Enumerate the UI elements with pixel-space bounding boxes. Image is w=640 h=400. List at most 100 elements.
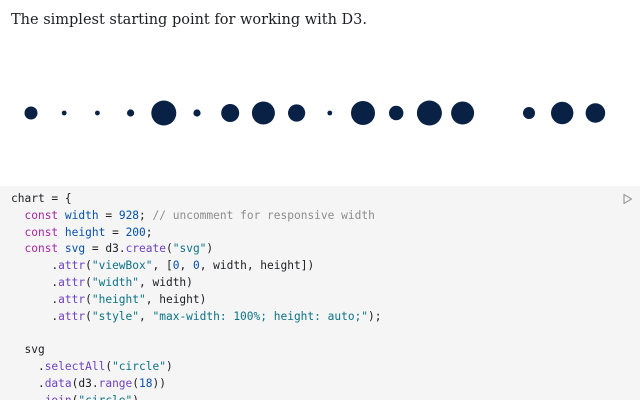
code-line: .attr("width", width)	[11, 275, 640, 292]
code-token: .	[11, 292, 59, 306]
code-token: create	[125, 242, 166, 256]
code-token: )	[165, 359, 173, 373]
code-token	[11, 209, 24, 222]
code-token: (	[85, 259, 92, 273]
code-token: );	[368, 309, 382, 323]
code-token: attr	[58, 275, 86, 289]
code-token: 0	[172, 259, 180, 273]
code-line: .join("circle")	[11, 393, 640, 400]
code-line: .attr("height", height)	[11, 292, 640, 309]
code-token: svg	[64, 242, 86, 256]
code-cell[interactable]: chart = { const width = 928; // uncommen…	[0, 186, 640, 400]
code-token: (	[85, 292, 92, 306]
code-token: , [	[152, 259, 173, 273]
code-token: 0	[192, 259, 200, 273]
code-token: "width"	[91, 275, 140, 289]
code-token: svg	[11, 343, 45, 357]
code-token: const	[24, 242, 59, 256]
dot	[351, 101, 375, 125]
dot	[95, 110, 100, 116]
code-token: chart = {	[11, 192, 72, 205]
code-token: (	[72, 394, 79, 400]
code-line: const height = 200;	[11, 225, 640, 242]
code-token: .	[11, 376, 45, 390]
code-token	[58, 209, 65, 222]
code-token: (	[85, 275, 92, 289]
code-token: range	[98, 376, 133, 390]
dot	[221, 104, 240, 122]
code-token: (d3.	[71, 376, 99, 390]
code-token: // uncomment for responsive width	[152, 208, 375, 222]
dot	[451, 101, 475, 125]
code-token: width	[64, 208, 99, 222]
code-line: chart = {	[11, 191, 640, 208]
code-token: ,	[139, 309, 153, 323]
code-token: "height"	[91, 292, 146, 306]
code-token: ;	[139, 208, 153, 222]
dot	[251, 101, 275, 125]
dot	[24, 106, 38, 120]
dot	[127, 109, 135, 117]
dot	[193, 109, 201, 117]
code-token: )	[206, 242, 214, 256]
code-token: )	[132, 394, 139, 400]
code-token: attr	[58, 259, 86, 273]
code-token: (	[165, 242, 173, 256]
code-token: "viewBox"	[91, 259, 153, 273]
code-line: const width = 928; // uncomment for resp…	[11, 208, 640, 225]
dot	[523, 107, 535, 119]
code-token: "svg"	[172, 242, 207, 256]
code-editor[interactable]: chart = { const width = 928; // uncommen…	[0, 186, 640, 400]
code-token: const	[24, 208, 59, 222]
code-token: "circle"	[112, 359, 166, 373]
code-line: .data(d3.range(18))	[11, 376, 640, 393]
dot	[288, 104, 306, 122]
code-token: data	[44, 376, 72, 390]
code-token: attr	[58, 292, 86, 306]
code-token: join	[45, 394, 72, 400]
code-token: const	[24, 225, 59, 239]
code-line: const svg = d3.create("svg")	[11, 241, 640, 258]
code-line: .attr("style", "max-width: 100%; height:…	[11, 309, 640, 326]
dot	[389, 105, 404, 121]
code-token: 18	[139, 376, 153, 390]
code-token: 928	[118, 208, 140, 222]
code-token: .	[11, 359, 45, 373]
code-token: "style"	[91, 309, 140, 323]
code-line: .attr("viewBox", [0, 0, width, height])	[11, 258, 640, 275]
code-token: ,	[179, 259, 193, 273]
code-token: (	[132, 376, 140, 390]
code-token: "max-width: 100%; height: auto;"	[152, 309, 369, 323]
code-token: .	[11, 259, 59, 273]
code-token: = d3.	[85, 242, 126, 256]
code-token	[58, 242, 65, 255]
code-token: , height)	[145, 292, 207, 306]
code-line	[11, 325, 640, 342]
code-token: ))	[152, 376, 166, 390]
code-token: "circle"	[78, 394, 132, 400]
dot-visualization	[24, 100, 606, 126]
play-icon[interactable]	[620, 192, 634, 206]
code-token: selectAll	[44, 359, 106, 373]
dot	[551, 101, 574, 125]
code-token: .	[11, 309, 59, 323]
dot	[61, 110, 67, 116]
dot	[327, 110, 333, 116]
dot	[416, 100, 442, 126]
code-token: 200	[125, 225, 146, 239]
code-token: height	[64, 225, 106, 239]
code-line: svg	[11, 342, 640, 359]
dot	[151, 100, 177, 126]
code-token	[11, 242, 24, 255]
code-token: =	[105, 225, 126, 239]
code-token	[11, 226, 24, 239]
dot	[585, 103, 606, 123]
code-token: .	[11, 394, 45, 400]
code-token: =	[98, 208, 119, 222]
code-token: , width, height])	[199, 259, 315, 273]
code-token: (	[85, 309, 92, 323]
code-token: ;	[145, 225, 153, 239]
intro-text: The simplest starting point for working …	[11, 12, 368, 28]
code-token: .	[11, 275, 59, 289]
code-token: , width)	[139, 275, 193, 289]
